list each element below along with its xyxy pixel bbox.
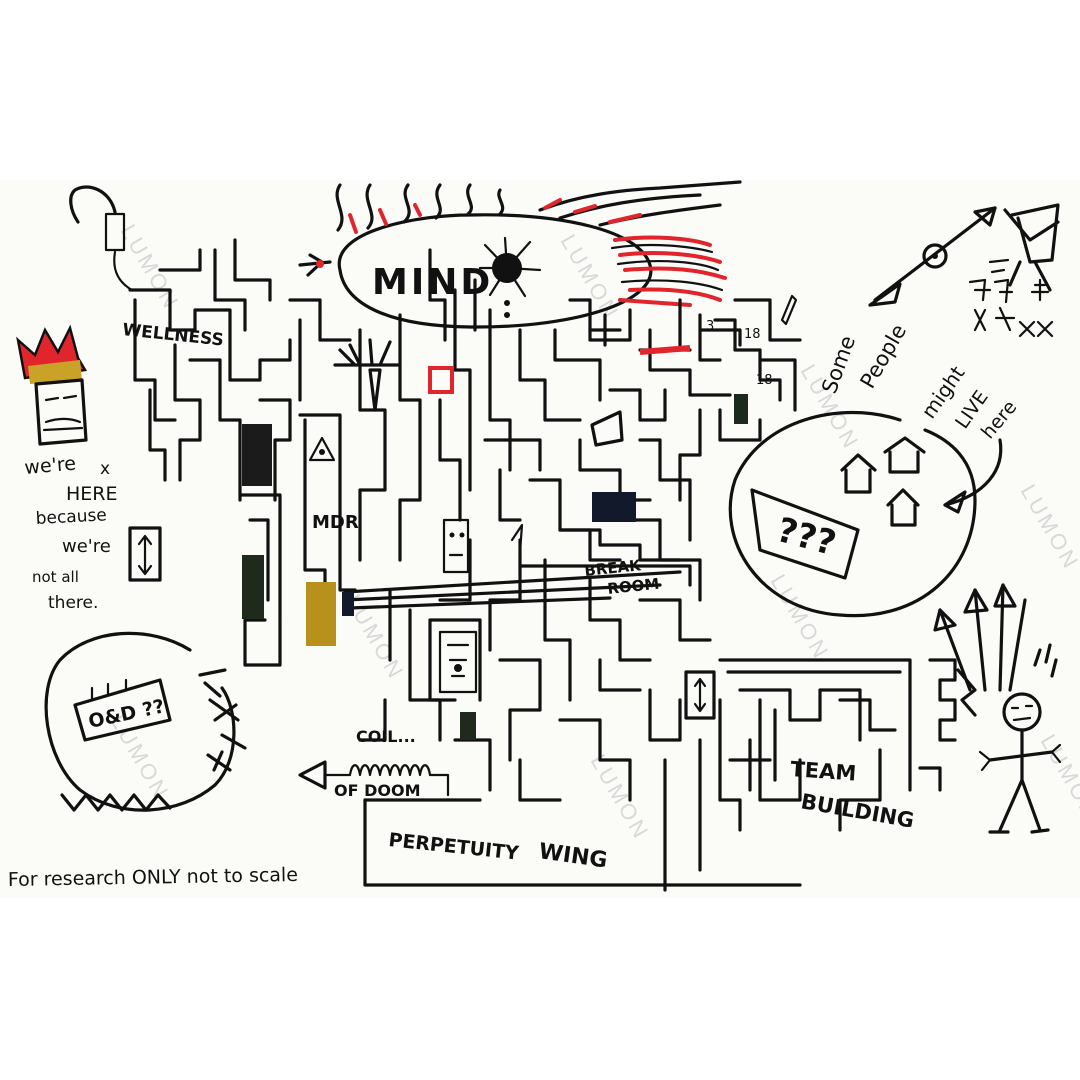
floor-number: 18 (756, 373, 773, 388)
left-note-line: there. (48, 593, 98, 613)
team-building-label-1: TEAM (790, 757, 857, 786)
left-note: we're x HERE because we're not all there… (24, 453, 118, 613)
left-note-line: we're (24, 453, 77, 479)
coil-label: COIL... (356, 727, 416, 746)
maze-figures (438, 410, 624, 694)
top-right-arrow (868, 206, 997, 307)
stick-figure (933, 583, 1062, 834)
elevator-icon (684, 670, 716, 720)
glyph-figure (968, 203, 1060, 338)
floor-number: 18 (744, 327, 761, 342)
crowned-head-drawing (16, 324, 88, 446)
left-note-line: HERE (66, 483, 118, 505)
left-note-line: because (35, 505, 107, 529)
elevator-icon (128, 526, 162, 582)
left-note-line: we're (62, 536, 111, 557)
colored-rooms (242, 345, 748, 740)
coil-of-doom: COIL... OF DOOM (298, 727, 450, 800)
x-mark-icon: x (100, 459, 110, 479)
gold-room (306, 582, 336, 646)
break-room-label-2: ROOM (607, 575, 661, 598)
red-room (428, 366, 454, 394)
floor-number: 3 (706, 319, 714, 334)
green-room (460, 712, 476, 740)
red-room (639, 345, 691, 355)
left-note-line: not all (32, 568, 79, 586)
footer-note: For research ONLY not to scale (8, 864, 298, 891)
of-doom-label: OF DOOM (334, 781, 421, 800)
break-room-label-1: BREAK (584, 556, 643, 580)
flames-drawing (335, 180, 742, 307)
navy-room (342, 592, 354, 616)
maze-corridors: WELLNESS MDR (121, 238, 802, 802)
ink-splat-icon (478, 236, 542, 318)
paper-background (0, 180, 1080, 898)
top-left-arrow (69, 185, 134, 292)
navy-room (592, 492, 636, 522)
dark-room (734, 394, 748, 424)
dark-room (242, 424, 272, 486)
mdr-label: MDR (312, 512, 359, 533)
dark-green-room (242, 555, 264, 619)
